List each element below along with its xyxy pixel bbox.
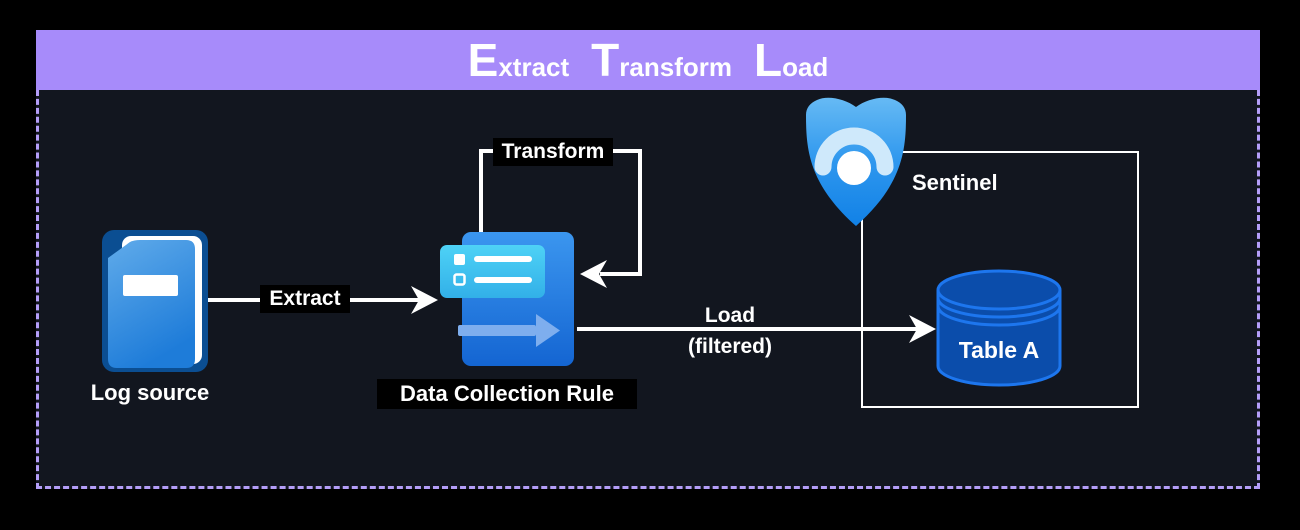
extract-edge-label: Extract [260, 285, 350, 313]
etl-banner: Extract Transform Load [36, 30, 1260, 90]
sentinel-workspace-box [861, 151, 1139, 408]
banner-word-extract: Extract [468, 37, 570, 83]
data-collection-rule-label: Data Collection Rule [377, 379, 637, 409]
table-a-label: Table A [958, 337, 1040, 363]
banner-word-load-rest: oad [782, 52, 829, 82]
banner-word-extract-rest: xtract [498, 52, 570, 82]
banner-word-load: Load [754, 37, 828, 83]
banner-word-transform: Transform [591, 37, 732, 83]
banner-word-transform-rest: ransform [619, 52, 732, 82]
book-icon [102, 230, 208, 372]
log-source-label: Log source [90, 380, 210, 405]
banner-word-load-initial: L [753, 34, 783, 86]
database-cylinder-icon [936, 269, 1062, 387]
load-edge-sublabel: (filtered) [688, 335, 772, 358]
load-edge-label: Load [704, 304, 756, 327]
banner-word-extract-initial: E [467, 34, 499, 86]
banner-word-transform-initial: T [591, 34, 620, 86]
sentinel-shield-icon [806, 97, 906, 227]
transform-edge-label: Transform [493, 138, 613, 166]
sentinel-label: Sentinel [912, 170, 998, 195]
data-collection-rule-icon [440, 232, 574, 366]
